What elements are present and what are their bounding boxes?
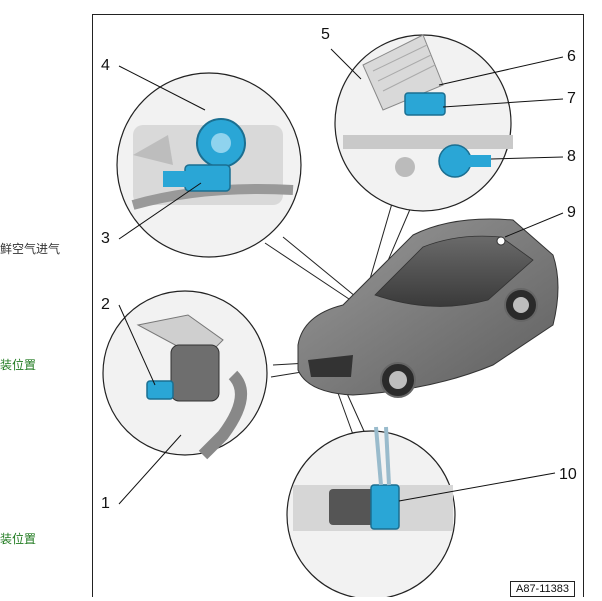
figure-reference-label: A87-11383 [509, 581, 575, 597]
detail-circle-10 [286, 426, 456, 597]
callout-7: 7 [567, 90, 576, 107]
sidebar-location-link-2[interactable]: 装位置 [0, 532, 37, 546]
detail-circle-5-8 [334, 34, 513, 212]
callout-6: 6 [567, 48, 576, 65]
callout-5: 5 [321, 26, 330, 43]
callout-3: 3 [101, 230, 110, 247]
sidebar-location-link-1[interactable]: 装位置 [0, 358, 37, 372]
car-illustration [297, 218, 559, 398]
detail-circle-3-4 [116, 72, 302, 258]
callout-2: 2 [101, 296, 110, 313]
leader-lines [264, 199, 412, 441]
callout-1: 1 [101, 495, 110, 512]
callout-4: 4 [101, 57, 110, 74]
callout-9: 9 [567, 204, 576, 221]
sidebar-fresh-air-text: 鲜空气进气 [0, 242, 61, 256]
detail-circle-1-2 [102, 290, 268, 460]
callout-10: 10 [559, 466, 577, 483]
callout-8: 8 [567, 148, 576, 165]
component-location-figure: 4 3 2 1 5 6 7 8 9 10 A87-11383 [92, 14, 584, 597]
callout-leaders [118, 48, 564, 505]
illustration-svg: 4 3 2 1 5 6 7 8 9 10 [101, 26, 577, 597]
callout-numbers: 4 3 2 1 5 6 7 8 9 10 [101, 26, 577, 512]
